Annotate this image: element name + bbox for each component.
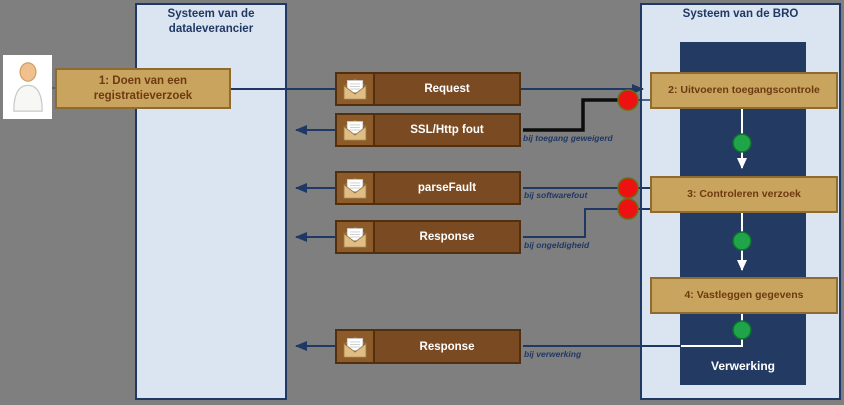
message-label: SSL/Http fout (410, 124, 484, 136)
message-label: parseFault (417, 182, 477, 194)
dataleverancier-panel-title: Systeem van de dataleverancier (167, 8, 255, 35)
envelope-icon (337, 173, 375, 203)
step-4-vastleggen-gegevens: 4: Vastleggen gegevens (650, 277, 838, 314)
envelope-icon (337, 74, 375, 104)
bro-panel-title: Systeem van de BRO (682, 8, 799, 20)
message-ssl-http-fout: SSL/Http fout (335, 113, 521, 147)
message-parsefault: parseFault (335, 171, 521, 205)
condition-softwarefout: bij softwarefout (524, 190, 588, 200)
message-response-ongeldigheid: Response (335, 220, 521, 254)
error-dot (617, 198, 639, 220)
verwerking-label: Verwerking (710, 359, 776, 373)
message-request: Request (335, 72, 521, 106)
condition-verwerking: bij verwerking (524, 349, 582, 359)
dataleverancier-panel (135, 3, 287, 400)
person-icon (12, 62, 43, 112)
toegang-geweigerd-path (523, 98, 618, 132)
ongeldigheid-path (523, 208, 650, 238)
message-label: Response (419, 231, 475, 243)
envelope-icon (337, 115, 375, 145)
condition-toegang-geweigerd: bij toegang geweigerd (523, 133, 613, 143)
step-3-controleren-verzoek: 3: Controleren verzoek (650, 176, 838, 213)
actor (3, 55, 52, 119)
envelope-icon (337, 331, 375, 362)
step-2-uitvoeren-toegangscontrole: 2: Uitvoeren toegangscontrole (650, 72, 838, 109)
message-response-verwerking: Response (335, 329, 521, 364)
condition-ongeldigheid: bij ongeldigheid (524, 240, 590, 250)
error-dot (617, 89, 639, 111)
error-dot (617, 177, 639, 199)
message-label: Request (424, 83, 470, 95)
message-label: Response (419, 340, 475, 353)
step-1-doen-registratieverzoek: 1: Doen van een registratieverzoek (55, 68, 231, 109)
envelope-icon (337, 222, 375, 252)
